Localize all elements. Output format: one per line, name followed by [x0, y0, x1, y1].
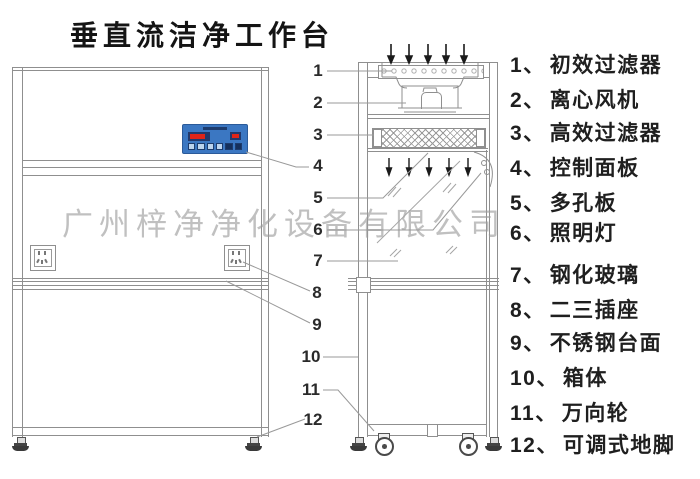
legend-item-1: 1、初效过滤器: [510, 54, 663, 77]
page-title: 垂直流洁净工作台: [70, 20, 335, 51]
inlet-airflow-arrows: [386, 44, 469, 66]
callout-number-9: 9: [312, 315, 322, 334]
legend-item-2: 2、离心风机: [510, 89, 640, 112]
legend-item-6: 6、照明灯: [510, 222, 618, 245]
socket-icon: [30, 245, 56, 271]
centrifugal-fan-outline: [381, 63, 479, 113]
callout-number-2: 2: [313, 93, 323, 112]
adjustable-foot-icon: [12, 437, 30, 452]
caster-wheel-icon: [371, 433, 397, 456]
callout-number-8: 8: [312, 283, 322, 302]
callout-number-10: 10: [301, 347, 321, 366]
leader-lines: [225, 70, 482, 438]
adjustable-foot-icon: [485, 437, 503, 452]
control-panel: [182, 124, 248, 154]
callout-number-6: 6: [313, 220, 323, 239]
callout-number-7: 7: [313, 251, 323, 270]
lamp-fixture: [473, 151, 493, 188]
fan-motor: [421, 92, 442, 109]
glass-reflection-marks: [376, 160, 461, 258]
callout-number-5: 5: [313, 188, 323, 207]
legend-item-7: 7、钢化玻璃: [510, 264, 640, 287]
adjustable-foot-icon: [245, 437, 263, 452]
watermark: 广州梓净净化设备有限公司: [62, 207, 506, 242]
legend-item-3: 3、高效过滤器: [510, 122, 663, 145]
legend-item-11: 11、万向轮: [510, 402, 630, 425]
laminar-airflow-arrows: [385, 158, 472, 178]
hepa-filter-band: [372, 128, 486, 148]
callout-number-11: 11: [302, 380, 320, 399]
legend-item-9: 9、不锈钢台面: [510, 332, 663, 355]
panel-buttons: [188, 143, 242, 150]
panel-display-left: [188, 132, 210, 141]
panel-display-right: [230, 132, 241, 140]
prefilter-band: [378, 65, 484, 79]
callout-number-1: 1: [313, 61, 323, 80]
panel-logo: [203, 127, 227, 130]
callout-number-4: 4: [313, 156, 323, 175]
socket-icon: [224, 245, 250, 271]
callout-number-12: 12: [303, 410, 323, 429]
adjustable-foot-icon: [350, 437, 368, 452]
legend-item-10: 10、箱体: [510, 367, 608, 390]
caster-wheel-icon: [455, 433, 481, 456]
legend-item-5: 5、多孔板: [510, 192, 618, 215]
callout-number-3: 3: [313, 125, 323, 144]
legend-item-4: 4、控制面板: [510, 157, 640, 180]
legend-item-8: 8、二三插座: [510, 299, 640, 322]
legend-item-12: 12、可调式地脚: [510, 434, 676, 457]
